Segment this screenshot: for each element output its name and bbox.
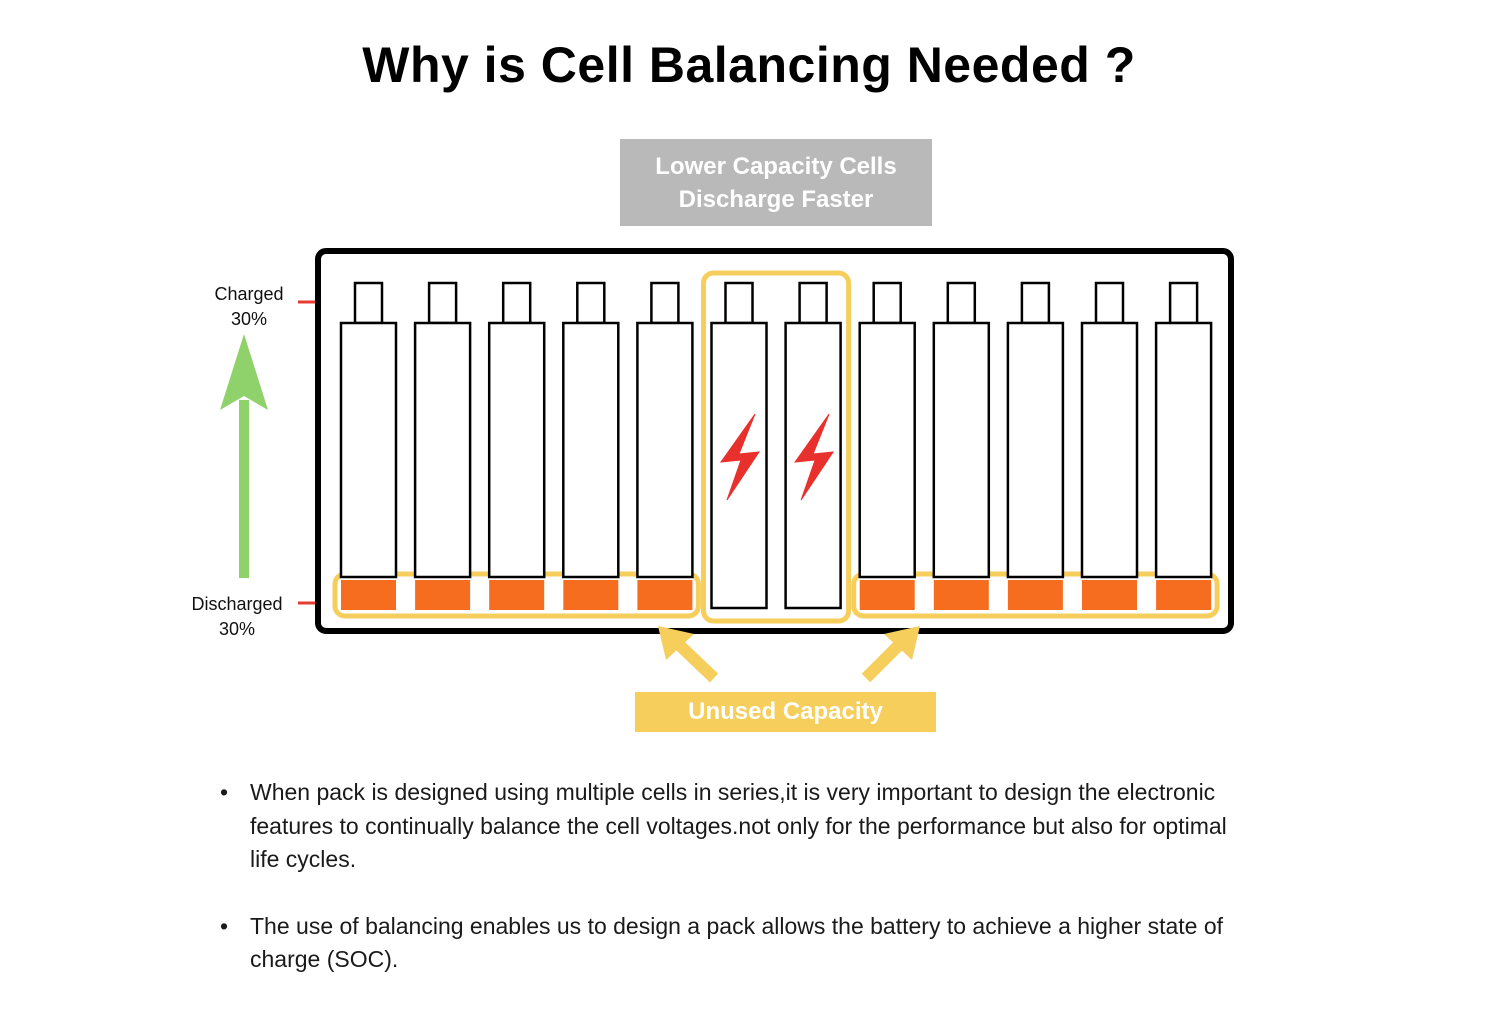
bullet-marker: • [220, 912, 229, 939]
charged-text: Charged [214, 284, 284, 304]
discharged-value: 30% [218, 619, 256, 639]
cell-body [636, 321, 694, 579]
unused-capacity-arrow-left [658, 626, 719, 683]
unused-capacity-fill [1156, 580, 1212, 610]
cell-terminal [724, 281, 754, 325]
cell-body [1154, 321, 1213, 579]
unused-capacity-fill [637, 580, 693, 610]
battery-pack-outline [315, 248, 1234, 634]
cell-terminal [501, 281, 532, 325]
bullet-item: • The use of balancing enables us to des… [220, 910, 1260, 977]
cell-terminal [427, 281, 458, 325]
charge-direction-arrow [220, 334, 268, 578]
cell-body [562, 321, 620, 579]
cell-group [332, 270, 1220, 624]
bullet-text: When pack is designed using multiple cel… [250, 779, 1227, 872]
unused-capacity-fill [489, 580, 545, 610]
callout-line-2: Discharge Faster [678, 185, 874, 213]
bullet-list: • When pack is designed using multiple c… [220, 776, 1260, 1010]
cell-body [1006, 321, 1065, 579]
unused-capacity-callout: Unused Capacity [635, 692, 936, 732]
cell-body [1080, 321, 1139, 579]
cell-terminal [1094, 281, 1125, 325]
unused-capacity-fill [1007, 580, 1063, 610]
cell-body [413, 321, 472, 579]
cell-body [339, 321, 398, 579]
lightning-icon [794, 413, 835, 501]
discharged-label: Discharged 30% [180, 592, 294, 642]
page-title: Why is Cell Balancing Needed ? [362, 37, 1136, 93]
cell-terminal [1020, 281, 1051, 325]
unused-capacity-fill [859, 580, 915, 610]
cell-terminal [1168, 281, 1199, 325]
unused-capacity-fill [1082, 580, 1137, 610]
lower-capacity-callout: Lower Capacity Cells Discharge Faster [620, 139, 932, 226]
bullet-text: The use of balancing enables us to desig… [250, 912, 1224, 973]
unused-capacity-fill [933, 580, 989, 610]
cell-terminal [798, 281, 828, 325]
discharged-text: Discharged [191, 594, 283, 614]
cell-terminal [650, 281, 680, 325]
cell-terminal [353, 281, 384, 325]
cell-body [932, 321, 991, 579]
cell-terminal [946, 281, 977, 325]
cell-terminal [576, 281, 606, 325]
charged-label: Charged 30% [206, 282, 292, 332]
callout-line-1: Lower Capacity Cells [655, 152, 897, 180]
cell-body [487, 321, 546, 579]
bullet-marker: • [220, 779, 229, 805]
charged-value: 30% [230, 309, 268, 329]
cell-body [858, 321, 916, 579]
lightning-icon [719, 413, 761, 501]
unused-capacity-fill [415, 580, 471, 610]
cell-terminal [872, 281, 902, 325]
low-capacity-highlight [701, 270, 852, 624]
unused-capacity-arrow-right [861, 626, 920, 683]
unused-capacity-fill [563, 580, 619, 610]
unused-capacity-fill [341, 580, 396, 610]
bullet-item: • When pack is designed using multiple c… [220, 776, 1260, 877]
